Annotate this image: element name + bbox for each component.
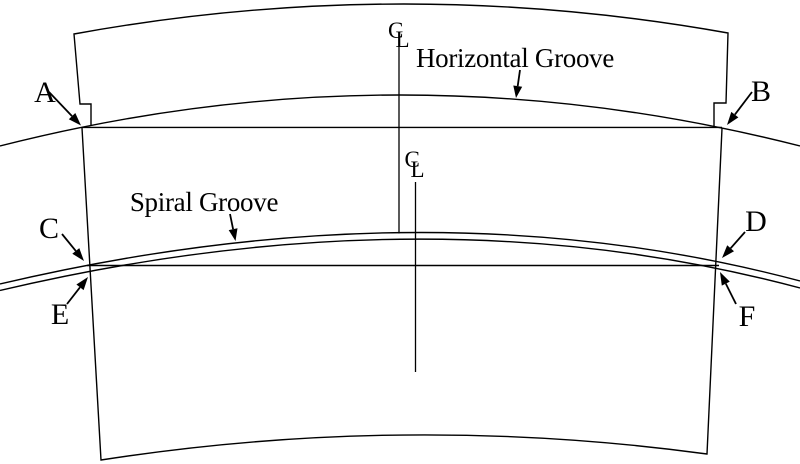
horizontal-groove-arrowhead (513, 85, 523, 98)
point-e-label: E (51, 298, 69, 331)
spiral-groove-arc-upper (0, 231, 800, 285)
point-e-arrow (66, 277, 88, 305)
centerline-top-c: C (388, 18, 403, 43)
point-b-arrow-line (734, 91, 753, 116)
spiral-groove-label: Spiral Groove (130, 187, 279, 217)
point-d-arrow-line (729, 231, 746, 249)
point-b-arrow (727, 91, 753, 125)
segment-outline-upper (73, 3, 729, 127)
centerline-top-l: L (396, 27, 410, 52)
point-e-arrow-line (66, 286, 81, 305)
spiral-groove-arrow (228, 213, 238, 241)
point-b-arrowhead (727, 111, 739, 125)
horizontal-groove-arc (0, 94, 800, 147)
point-c-arrow (61, 233, 84, 261)
point-c-arrowhead (72, 248, 84, 261)
centerline-symbol-top: C L (388, 18, 410, 52)
point-f-arrowhead (720, 272, 730, 286)
point-f-label: F (739, 300, 756, 333)
centerline-mid-c: C (405, 147, 420, 172)
segment-outline-lower (81, 127, 723, 461)
centerline-mid-l: L (411, 157, 425, 182)
point-f-arrow (720, 272, 737, 305)
point-a-arrow-line (48, 91, 73, 117)
point-a-arrow (48, 91, 81, 126)
point-b-label: B (751, 75, 771, 108)
point-f-arrow-line (724, 283, 737, 305)
point-e-arrowhead (76, 277, 88, 291)
point-d-label: D (745, 205, 767, 238)
point-c-label: C (39, 212, 59, 245)
point-a-label: A (34, 76, 56, 109)
point-a-arrowhead (68, 113, 81, 126)
spiral-groove-arrowhead (228, 228, 238, 241)
horizontal-groove-arrow (513, 69, 523, 98)
centerline-symbol-mid: C L (405, 147, 425, 182)
spiral-groove-arrow-line (229, 213, 234, 230)
point-d-arrowhead (722, 245, 734, 258)
horizontal-groove-label: Horizontal Groove (416, 43, 614, 73)
point-d-arrow (722, 231, 746, 258)
horizontal-groove-arrow-line (516, 69, 521, 87)
point-c-arrow-line (61, 233, 77, 252)
